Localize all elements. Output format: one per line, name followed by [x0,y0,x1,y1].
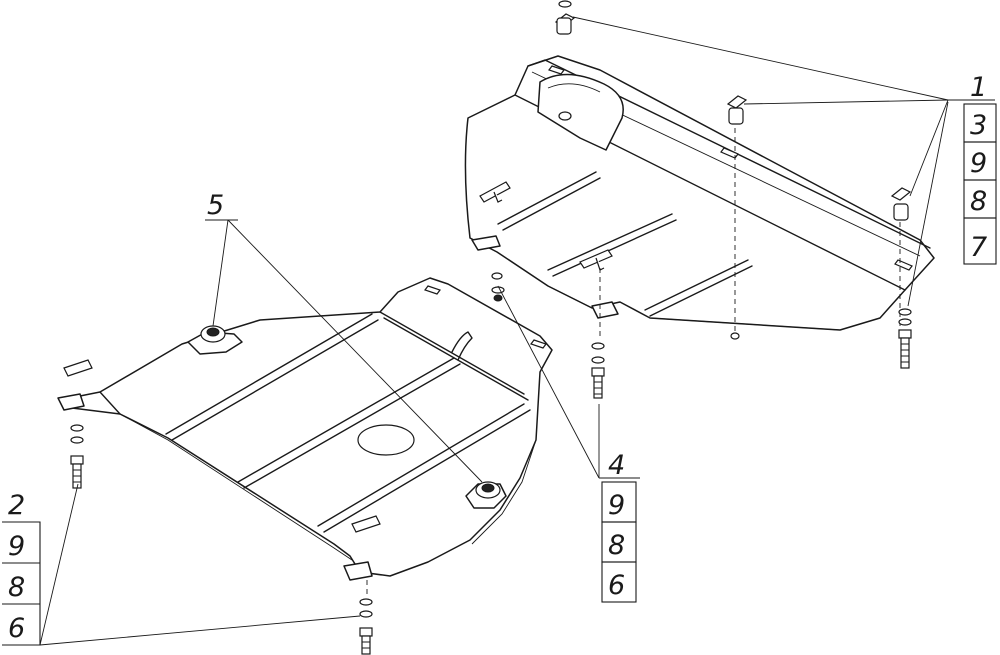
callout-label-6-left: 6 [8,613,25,644]
callout-label-9-left: 9 [8,531,25,562]
leader-lines [39,16,995,646]
rear-plate-clips [479,181,613,271]
callout-label-9: 9 [970,148,987,179]
callout-label-2: 2 [8,490,25,521]
callout-label-4: 4 [608,450,625,481]
bolt-stack-left [70,424,84,489]
bolt-stack-bottom [359,580,373,655]
callout-stack-left: 2 9 8 6 [2,490,41,646]
callout-label-3: 3 [970,110,987,141]
callout-label-1: 1 [970,72,987,103]
callout-stack-middle: 4 9 8 6 [601,450,637,603]
front-plate-clips [63,359,381,533]
bolt-stack-right [898,308,912,369]
rear-skid-plate [464,55,935,340]
callout-label-8: 8 [970,186,987,217]
callout-label-8-mid: 8 [608,530,625,561]
bolt-stack-middle [491,268,605,399]
callout-label-8-left: 8 [8,572,25,603]
front-skid-plate [57,277,553,581]
callout-label-5: 5 [207,190,224,221]
callout-label-7: 7 [970,232,987,263]
cage-nut-parts [554,0,912,221]
callout-label-6-mid: 6 [608,570,625,601]
callout-label-9-mid: 9 [608,490,625,521]
callout-stack-right: 1 3 9 8 7 [963,72,997,265]
rubber-mount-parts [187,325,507,509]
